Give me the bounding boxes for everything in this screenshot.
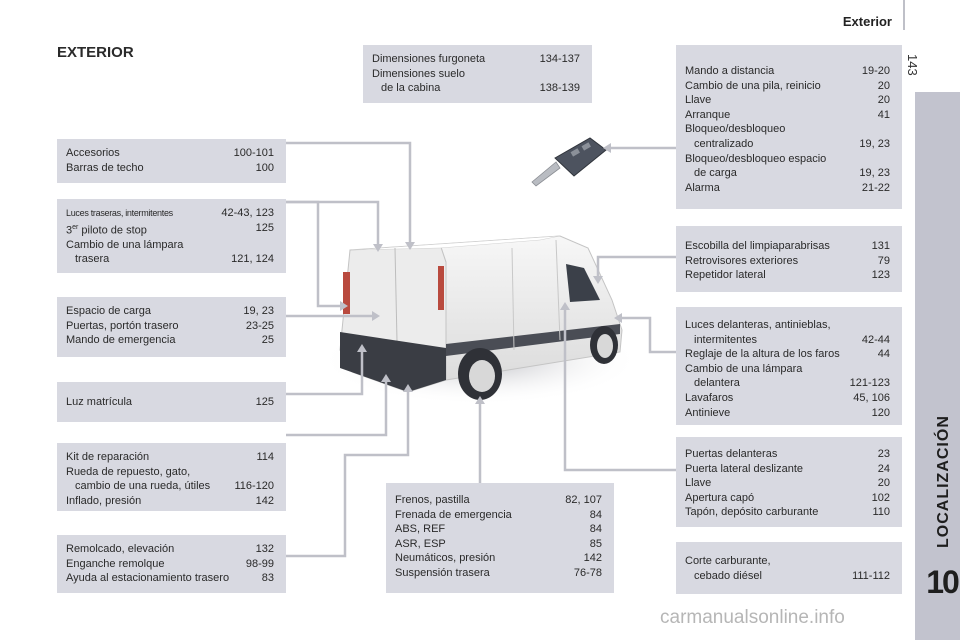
list-item: Bloqueo/desbloqueo: [685, 123, 786, 136]
leader-plate: [286, 352, 364, 396]
list-item: Bloqueo/desbloqueo espacio: [685, 152, 827, 165]
list-item: Luces delanteras, antinieblas,: [685, 319, 831, 331]
front-door-line: [555, 239, 561, 341]
van-roof: [351, 235, 561, 251]
leader-towing: [286, 392, 410, 558]
cab-window: [566, 264, 600, 302]
watermark: carmanualsonline.info: [660, 607, 845, 628]
leader-front-lights: [622, 316, 676, 354]
tail-light-left: [343, 272, 350, 314]
sliding-door-line: [511, 247, 515, 351]
leader-lines: [286, 141, 676, 558]
side-strip: [446, 324, 620, 356]
page-title: EXTERIOR: [57, 44, 134, 61]
header-divider: [903, 0, 905, 30]
box-front-lights: Luces delanteras, antinieblas, intermite…: [676, 307, 902, 425]
leader-wiper: [596, 255, 676, 276]
rear-wheel-rim: [469, 360, 495, 392]
list-item: Cambio de una lámpara: [685, 362, 803, 375]
list-item: Dimensiones suelo: [372, 67, 465, 80]
list-item: Rueda de repuesto, gato,: [66, 465, 191, 478]
list-item: Cambio de una lámpara: [66, 238, 184, 251]
remote-key-icon: [531, 137, 607, 187]
leader-arrows: [340, 143, 622, 404]
list-item: Corte carburante,: [685, 555, 771, 567]
leader-accessories: [286, 141, 412, 242]
rear-bumper: [340, 332, 446, 392]
chapter-number: 10: [926, 564, 960, 600]
leader-front-doors: [563, 310, 676, 472]
front-wheel-rim: [597, 334, 613, 358]
leader-repair: [286, 382, 388, 437]
chapter-sidebar: [915, 92, 960, 640]
leader-rear-lights-2: [286, 200, 340, 308]
tail-light-right: [438, 266, 444, 310]
leader-rear-lights: [286, 200, 380, 244]
header-title: Exterior: [842, 14, 892, 29]
